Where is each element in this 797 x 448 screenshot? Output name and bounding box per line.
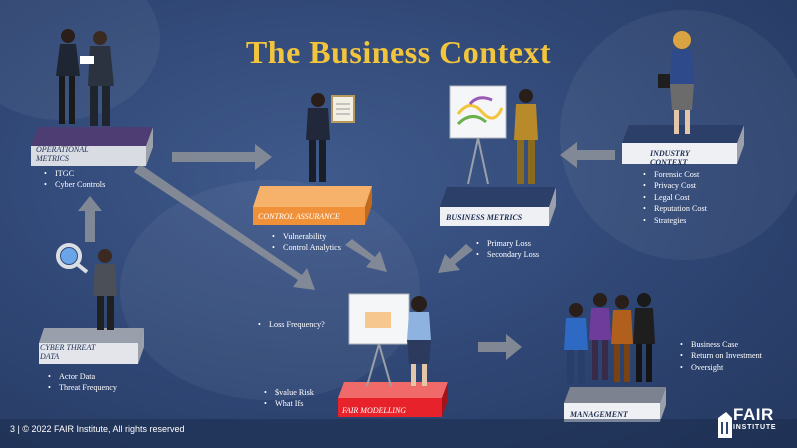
list-item: Secondary Loss [476,249,539,260]
industry-context-platform [622,125,744,164]
footer-copyright: 3 | © 2022 FAIR Institute, All rights re… [10,424,185,434]
arrow-diagonal [134,164,315,290]
slide-title: The Business Context [245,34,552,70]
fair-modelling-bottom-list: $value Risk What Ifs [264,387,314,410]
operational-metrics-platform [31,127,153,166]
industry-context-label: INDUSTRY CONTEXT [650,149,690,167]
presenter-with-chart-figure [449,85,538,185]
list-item: Control Analytics [272,242,341,253]
business-metrics-label: BUSINESS METRICS [446,213,523,222]
list-item: Privacy Cost [643,180,707,191]
operational-metrics-label: OPERATIONAL METRICS [36,145,89,163]
list-item: Threat Frequency [48,382,117,393]
arrow-down-right [345,239,387,272]
control-assurance-label: CONTROL ASSURANCE [258,212,340,221]
fair-modelling-top-list: Loss Frequency? [258,319,325,330]
logo-wordmark: FAIR [733,405,774,424]
cyber-threat-platform [39,328,144,364]
cyber-threat-list: Actor Data Threat Frequency [48,371,117,394]
control-assurance-list: Vulnerability Control Analytics [272,231,341,254]
list-item: Reputation Cost [643,203,707,214]
list-item: Legal Cost [643,192,707,203]
list-item: Oversight [680,362,762,373]
business-metrics-platform [440,187,556,226]
arrow-up [78,196,102,242]
management-label: MANAGEMENT [570,410,628,419]
management-group-figure [564,293,655,384]
cyber-threat-label: CYBER THREAT DATA [40,343,96,361]
logo-subtitle: INSTITUTE [733,424,777,431]
arrow-down-left [438,244,473,273]
list-item: Forensic Cost [643,169,707,180]
list-item: Primary Loss [476,238,539,249]
control-assurance-platform [253,186,372,225]
arrow-left [560,142,615,168]
operational-metrics-list: ITGC Cyber Controls [44,168,105,191]
list-item: ITGC [44,168,105,179]
list-item: Vulnerability [272,231,341,242]
man-with-clipboard-figure [306,93,355,182]
list-item: Cyber Controls [44,179,105,190]
fair-modelling-platform [338,382,448,417]
list-item: Return on Investment [680,350,762,361]
list-item: Actor Data [48,371,117,382]
industry-context-list: Forensic Cost Privacy Cost Legal Cost Re… [643,169,707,226]
management-list: Business Case Return on Investment Overs… [680,339,762,373]
woman-figure [658,31,694,134]
business-metrics-list: Primary Loss Secondary Loss [476,238,539,261]
fair-building-icon [718,412,732,438]
list-item: Business Case [680,339,762,350]
list-item: $value Risk [264,387,314,398]
two-people-figure [56,29,114,126]
list-item: Strategies [643,215,707,226]
fair-modelling-label: FAIR MODELLING [342,406,407,415]
presenter-woman-figure [348,293,431,387]
man-with-magnifier-figure [56,243,117,330]
footer-bar [0,419,797,448]
list-item: Loss Frequency? [258,319,325,330]
arrow-right [478,334,522,360]
arrow-right [172,144,272,170]
management-platform [564,387,666,422]
list-item: What Ifs [264,398,314,409]
